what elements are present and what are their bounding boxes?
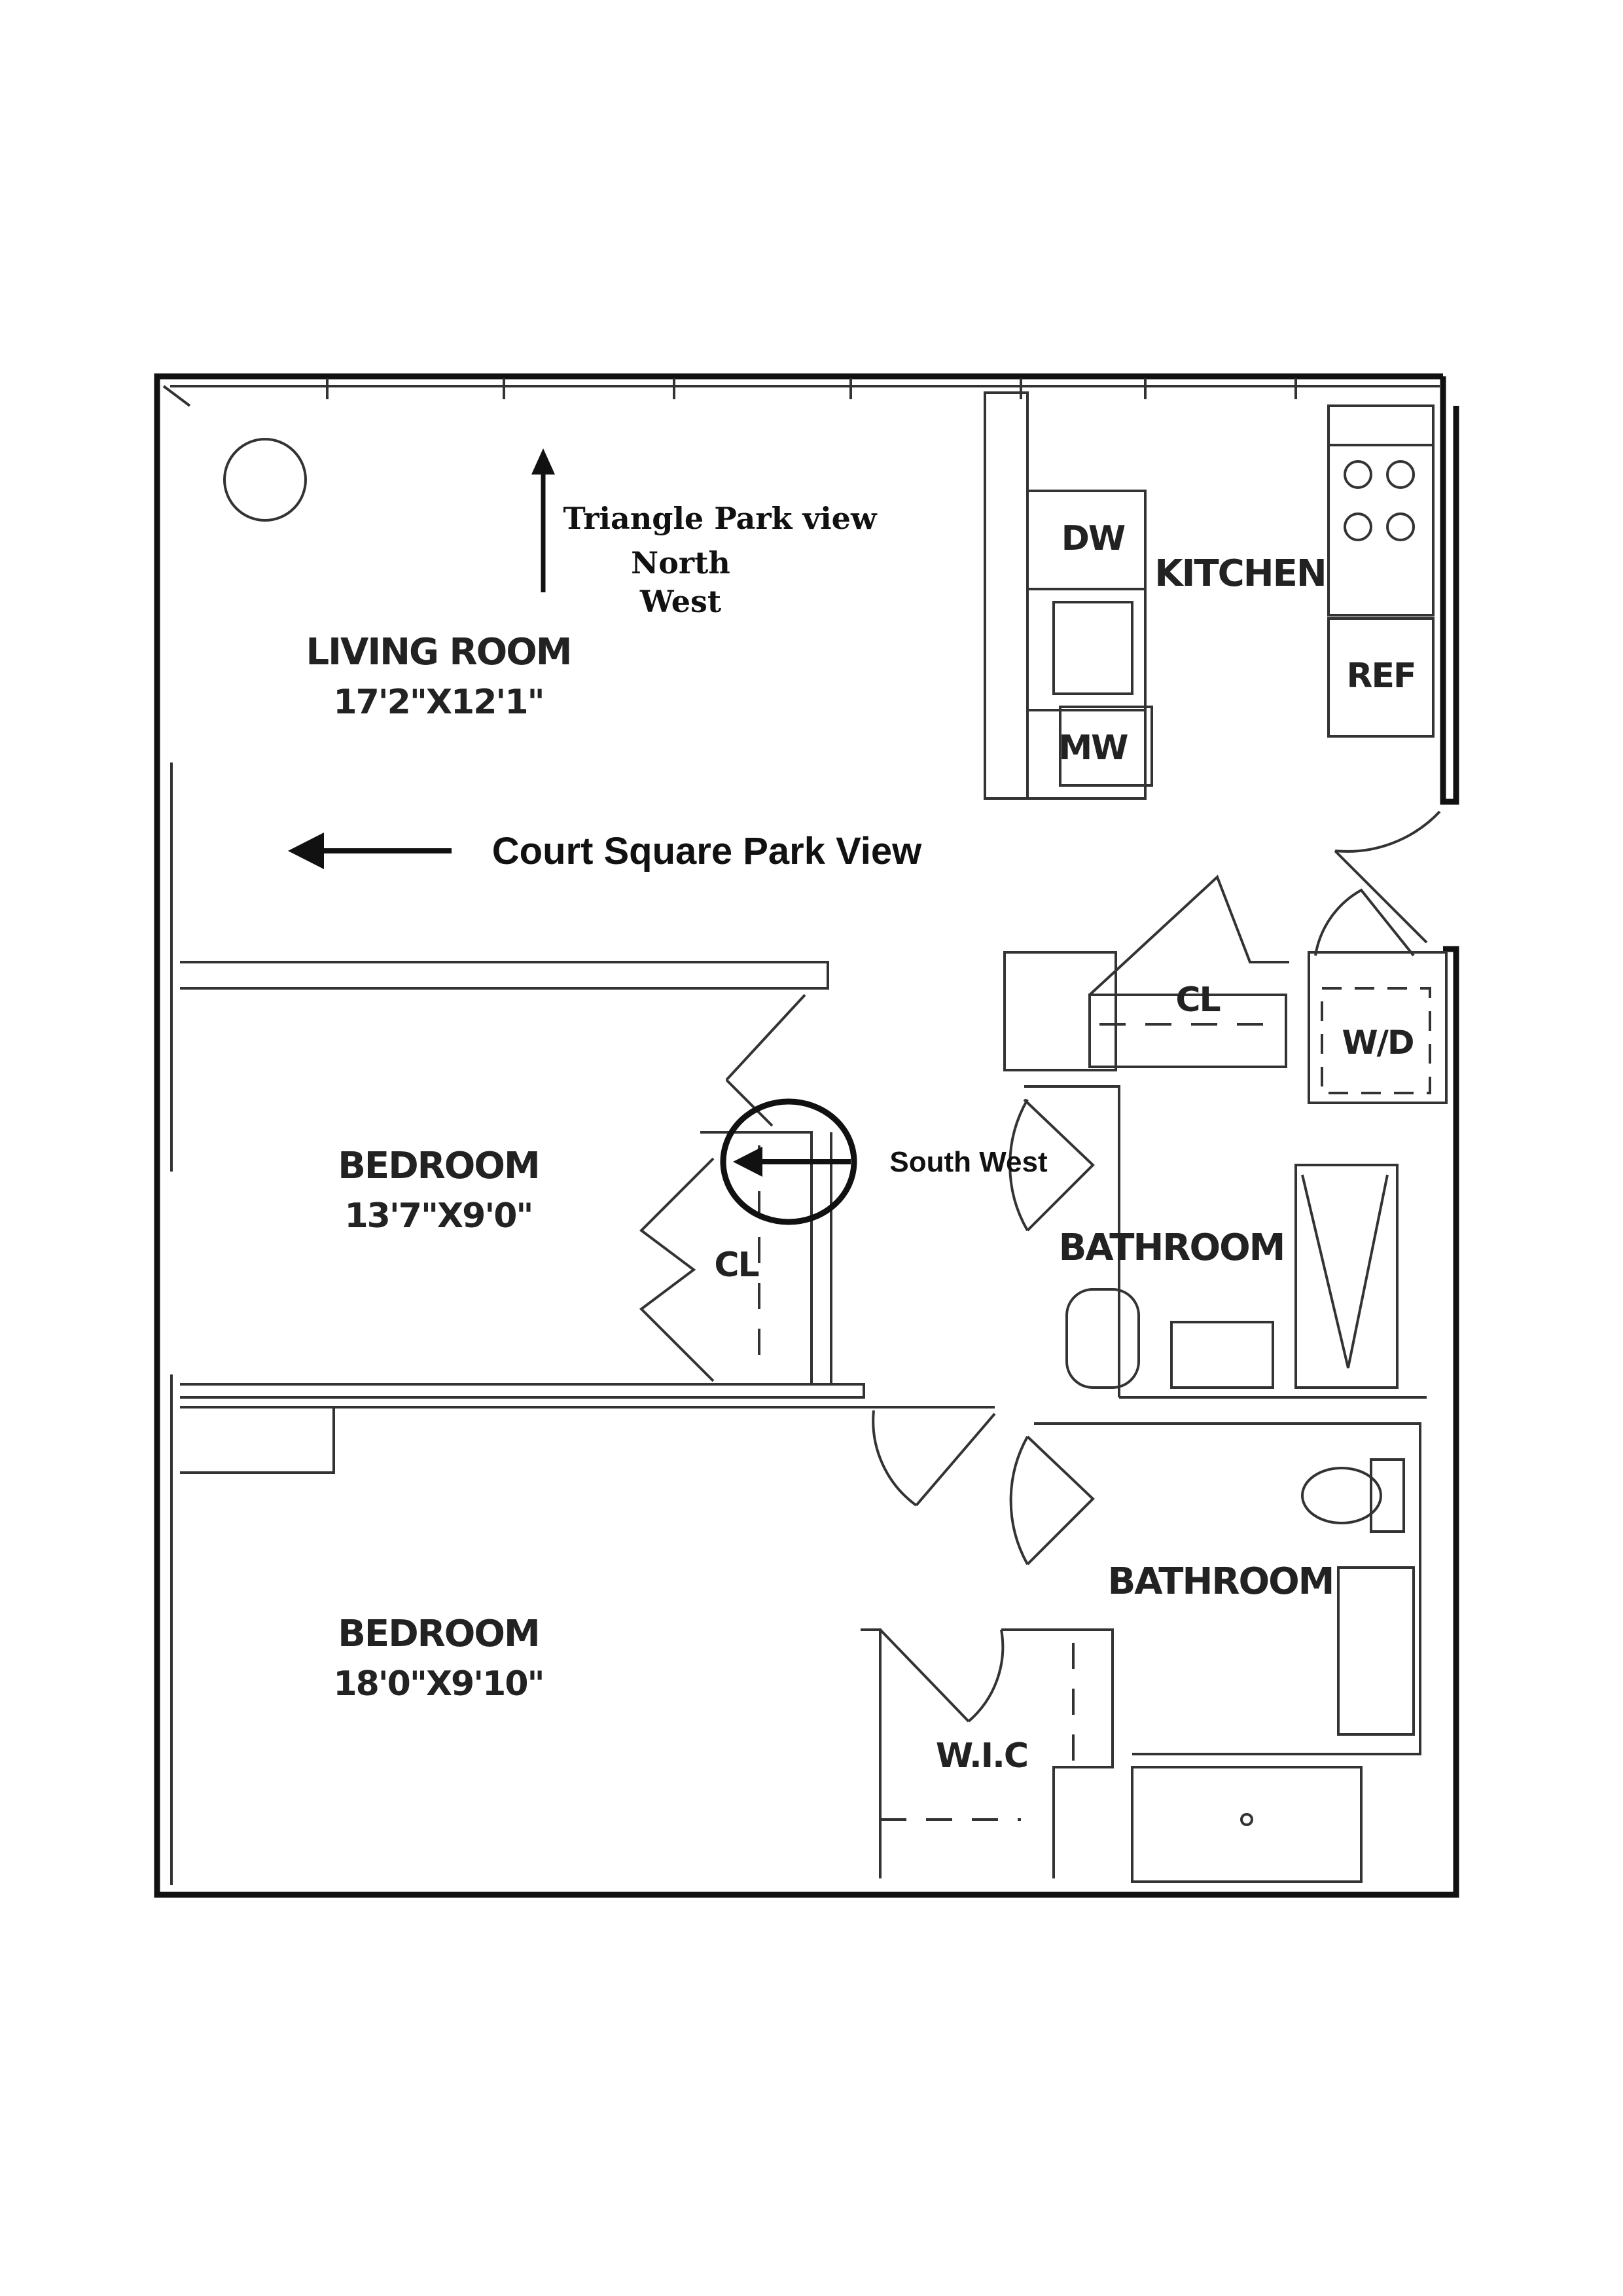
- bedroom-1-dimensions: 13'7"X9'0": [344, 1196, 532, 1236]
- triangle-park-label: Triangle Park view: [563, 501, 878, 536]
- west-label: West: [639, 584, 722, 619]
- bedroom-2-dimensions: 18'0"X9'10": [333, 1664, 543, 1704]
- bathroom-1-label: BATHROOM: [1059, 1227, 1285, 1269]
- round-table-icon: [223, 438, 307, 522]
- hall-closet-label: CL: [1175, 980, 1220, 1020]
- south-west-marker: [720, 1098, 857, 1225]
- interior-walls: [162, 378, 1448, 1885]
- bedroom-2-label: BEDROOM: [338, 1613, 539, 1655]
- bedroom-closet-label: CL: [714, 1246, 758, 1285]
- bedroom-1-label: BEDROOM: [338, 1145, 539, 1187]
- north-arrow: [531, 448, 555, 592]
- refrigerator-label: REF: [1346, 656, 1415, 696]
- court-square-label: Court Square Park View: [492, 830, 922, 872]
- washer-dryer-label: W/D: [1342, 1024, 1414, 1062]
- living-room-label: LIVING ROOM: [306, 631, 571, 673]
- walk-in-closet-label: W.I.C: [936, 1736, 1027, 1776]
- kitchen-label: KITCHEN: [1154, 552, 1326, 595]
- living-room-dimensions: 17'2"X12'1": [333, 683, 543, 722]
- north-label: North: [631, 545, 730, 581]
- bathroom-2-label: BATHROOM: [1108, 1560, 1334, 1603]
- outer-walls: [154, 373, 1459, 1898]
- microwave-label: MW: [1058, 728, 1128, 768]
- south-west-label: South West: [889, 1146, 1048, 1178]
- west-arrow: [288, 833, 452, 869]
- dishwasher-label: DW: [1061, 519, 1125, 558]
